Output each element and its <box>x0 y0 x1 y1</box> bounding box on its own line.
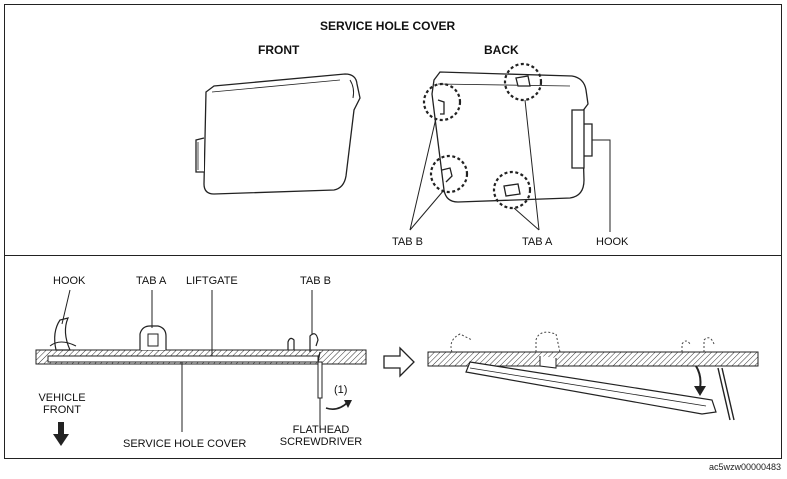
callout-circles <box>422 62 543 210</box>
tab-a-label-bottom: TAB A <box>136 275 167 287</box>
vehicle-front-line1: VEHICLE <box>38 392 86 404</box>
tab-a-label-top: TAB A <box>522 236 553 248</box>
right-section-drawing <box>427 331 759 421</box>
tab-b-circle-upper <box>422 82 462 122</box>
screwdriver-line2: SCREWDRIVER <box>279 436 363 448</box>
diagram-title: SERVICE HOLE COVER <box>320 19 456 33</box>
back-cover-drawing <box>431 71 593 203</box>
front-label: FRONT <box>258 43 300 57</box>
vehicle-front-label: VEHICLE FRONT <box>36 392 88 416</box>
tab-a-circle-upper <box>503 62 543 102</box>
tab-a-circle-lower <box>492 170 532 210</box>
diagram-frame <box>4 4 782 459</box>
section-divider <box>4 255 782 256</box>
top-leader-lines <box>409 99 611 232</box>
bottom-leader-lines <box>61 289 321 432</box>
tilted-cover <box>465 361 717 415</box>
service-hole-cover-label: SERVICE HOLE COVER <box>123 438 247 450</box>
flathead-screwdriver-label: FLATHEAD SCREWDRIVER <box>276 424 366 448</box>
transition-arrow <box>383 346 415 378</box>
front-cover-drawing <box>195 73 361 195</box>
tab-b-circle-lower <box>429 154 469 194</box>
liftgate-label: LIFTGATE <box>186 275 238 287</box>
hook-label-bottom: HOOK <box>53 275 86 287</box>
tab-b-shape-left <box>287 337 295 350</box>
left-section-drawing <box>35 317 367 410</box>
hook-label-top: HOOK <box>596 236 629 248</box>
tab-b-label-top: TAB B <box>392 236 423 248</box>
vehicle-front-arrow <box>53 422 69 446</box>
vehicle-front-line2: FRONT <box>43 404 81 416</box>
back-label: BACK <box>484 43 519 57</box>
screwdriver-line1: FLATHEAD <box>292 424 350 436</box>
service-hole-cover-section <box>47 355 319 363</box>
footer-code: ac5wzw00000483 <box>708 462 781 472</box>
liftgate-panel-right <box>427 351 759 367</box>
tab-b-label-bottom: TAB B <box>300 275 331 287</box>
screwdriver-shaft <box>317 361 323 399</box>
rotate-arrow <box>325 401 349 410</box>
step-marker: (1) <box>334 384 348 396</box>
